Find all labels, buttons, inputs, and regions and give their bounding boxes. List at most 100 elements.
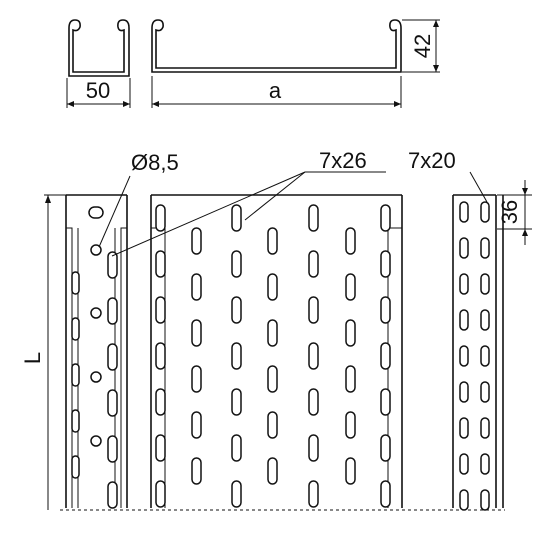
slot [380, 296, 391, 324]
slot [191, 365, 202, 393]
notch-slot [107, 251, 118, 279]
slot [380, 250, 391, 278]
slot [231, 342, 242, 370]
slot [231, 434, 242, 462]
slot [459, 237, 469, 259]
slot [155, 296, 166, 324]
label-36: 36 [497, 200, 522, 224]
slot [380, 434, 391, 462]
slot [308, 480, 319, 508]
slot [308, 434, 319, 462]
notch-slot [71, 455, 80, 479]
slot [459, 309, 469, 331]
slot [480, 453, 490, 475]
slot [459, 345, 469, 367]
round-hole [90, 371, 102, 383]
slots-side [459, 201, 490, 511]
slot [267, 227, 278, 255]
label-a: a [269, 78, 282, 103]
small-cross-section-profile [68, 19, 130, 77]
left-side-view [65, 194, 128, 509]
notch-slot [107, 481, 118, 509]
slot [155, 388, 166, 416]
slot [480, 417, 490, 439]
slot [308, 342, 319, 370]
slot [191, 457, 202, 485]
slot [480, 489, 490, 511]
slot [155, 434, 166, 462]
round-hole [90, 307, 102, 319]
slot [345, 319, 356, 347]
notch-slot [71, 317, 80, 341]
label-slot-side: 7x20 [408, 148, 456, 173]
notch-slot [107, 389, 118, 417]
slot [459, 417, 469, 439]
slot [459, 201, 469, 223]
slot [308, 388, 319, 416]
slot [480, 309, 490, 331]
dimension-a: a [151, 76, 402, 108]
notch-slot [107, 435, 118, 463]
notch-cutouts-left [71, 251, 118, 509]
label-length: L [20, 352, 45, 364]
notch-slot [107, 297, 118, 325]
slot [267, 273, 278, 301]
notch-slot [71, 271, 80, 295]
slot [191, 273, 202, 301]
slot [345, 227, 356, 255]
notch-slot [71, 363, 80, 387]
dimension-50: 50 [66, 78, 131, 108]
dimension-36: 36 [497, 180, 532, 245]
slot [480, 201, 490, 223]
slot [308, 204, 319, 232]
slot [267, 411, 278, 439]
notch-slot [107, 343, 118, 371]
callout-slot-side: 7x20 [408, 148, 488, 203]
notch-slot [71, 409, 80, 433]
slot [480, 381, 490, 403]
slot [380, 204, 391, 232]
slot [480, 237, 490, 259]
slot [231, 296, 242, 324]
label-42: 42 [410, 34, 435, 58]
right-side-view [452, 194, 504, 511]
dimension-length: L [20, 194, 66, 510]
slot [345, 411, 356, 439]
slot [231, 480, 242, 508]
slot [480, 345, 490, 367]
slot [380, 388, 391, 416]
slot [191, 227, 202, 255]
slot [191, 319, 202, 347]
callout-slot-main: 7x26 [111, 148, 386, 257]
slot [267, 457, 278, 485]
slot [480, 273, 490, 295]
slot [308, 296, 319, 324]
label-hole-diameter: Ø8,5 [131, 150, 179, 175]
round-hole [90, 435, 102, 447]
slots-main [155, 204, 391, 508]
slot [345, 365, 356, 393]
slot [155, 342, 166, 370]
round-holes-left [90, 244, 102, 447]
callout-hole-diameter: Ø8,5 [98, 150, 179, 248]
main-cross-section-profile [151, 19, 402, 73]
slot [345, 457, 356, 485]
slot [308, 250, 319, 278]
slot [155, 204, 166, 232]
slot [231, 250, 242, 278]
slot [191, 411, 202, 439]
main-plan-view [150, 194, 403, 508]
slot [380, 480, 391, 508]
slot [459, 381, 469, 403]
slot [231, 388, 242, 416]
slot [231, 204, 242, 232]
slot [345, 273, 356, 301]
slot [380, 342, 391, 370]
label-slot-main: 7x26 [319, 148, 367, 173]
dimension-42: 42 [402, 19, 440, 73]
slot [267, 319, 278, 347]
slot [155, 480, 166, 508]
label-50: 50 [86, 78, 110, 103]
round-hole [90, 244, 102, 256]
